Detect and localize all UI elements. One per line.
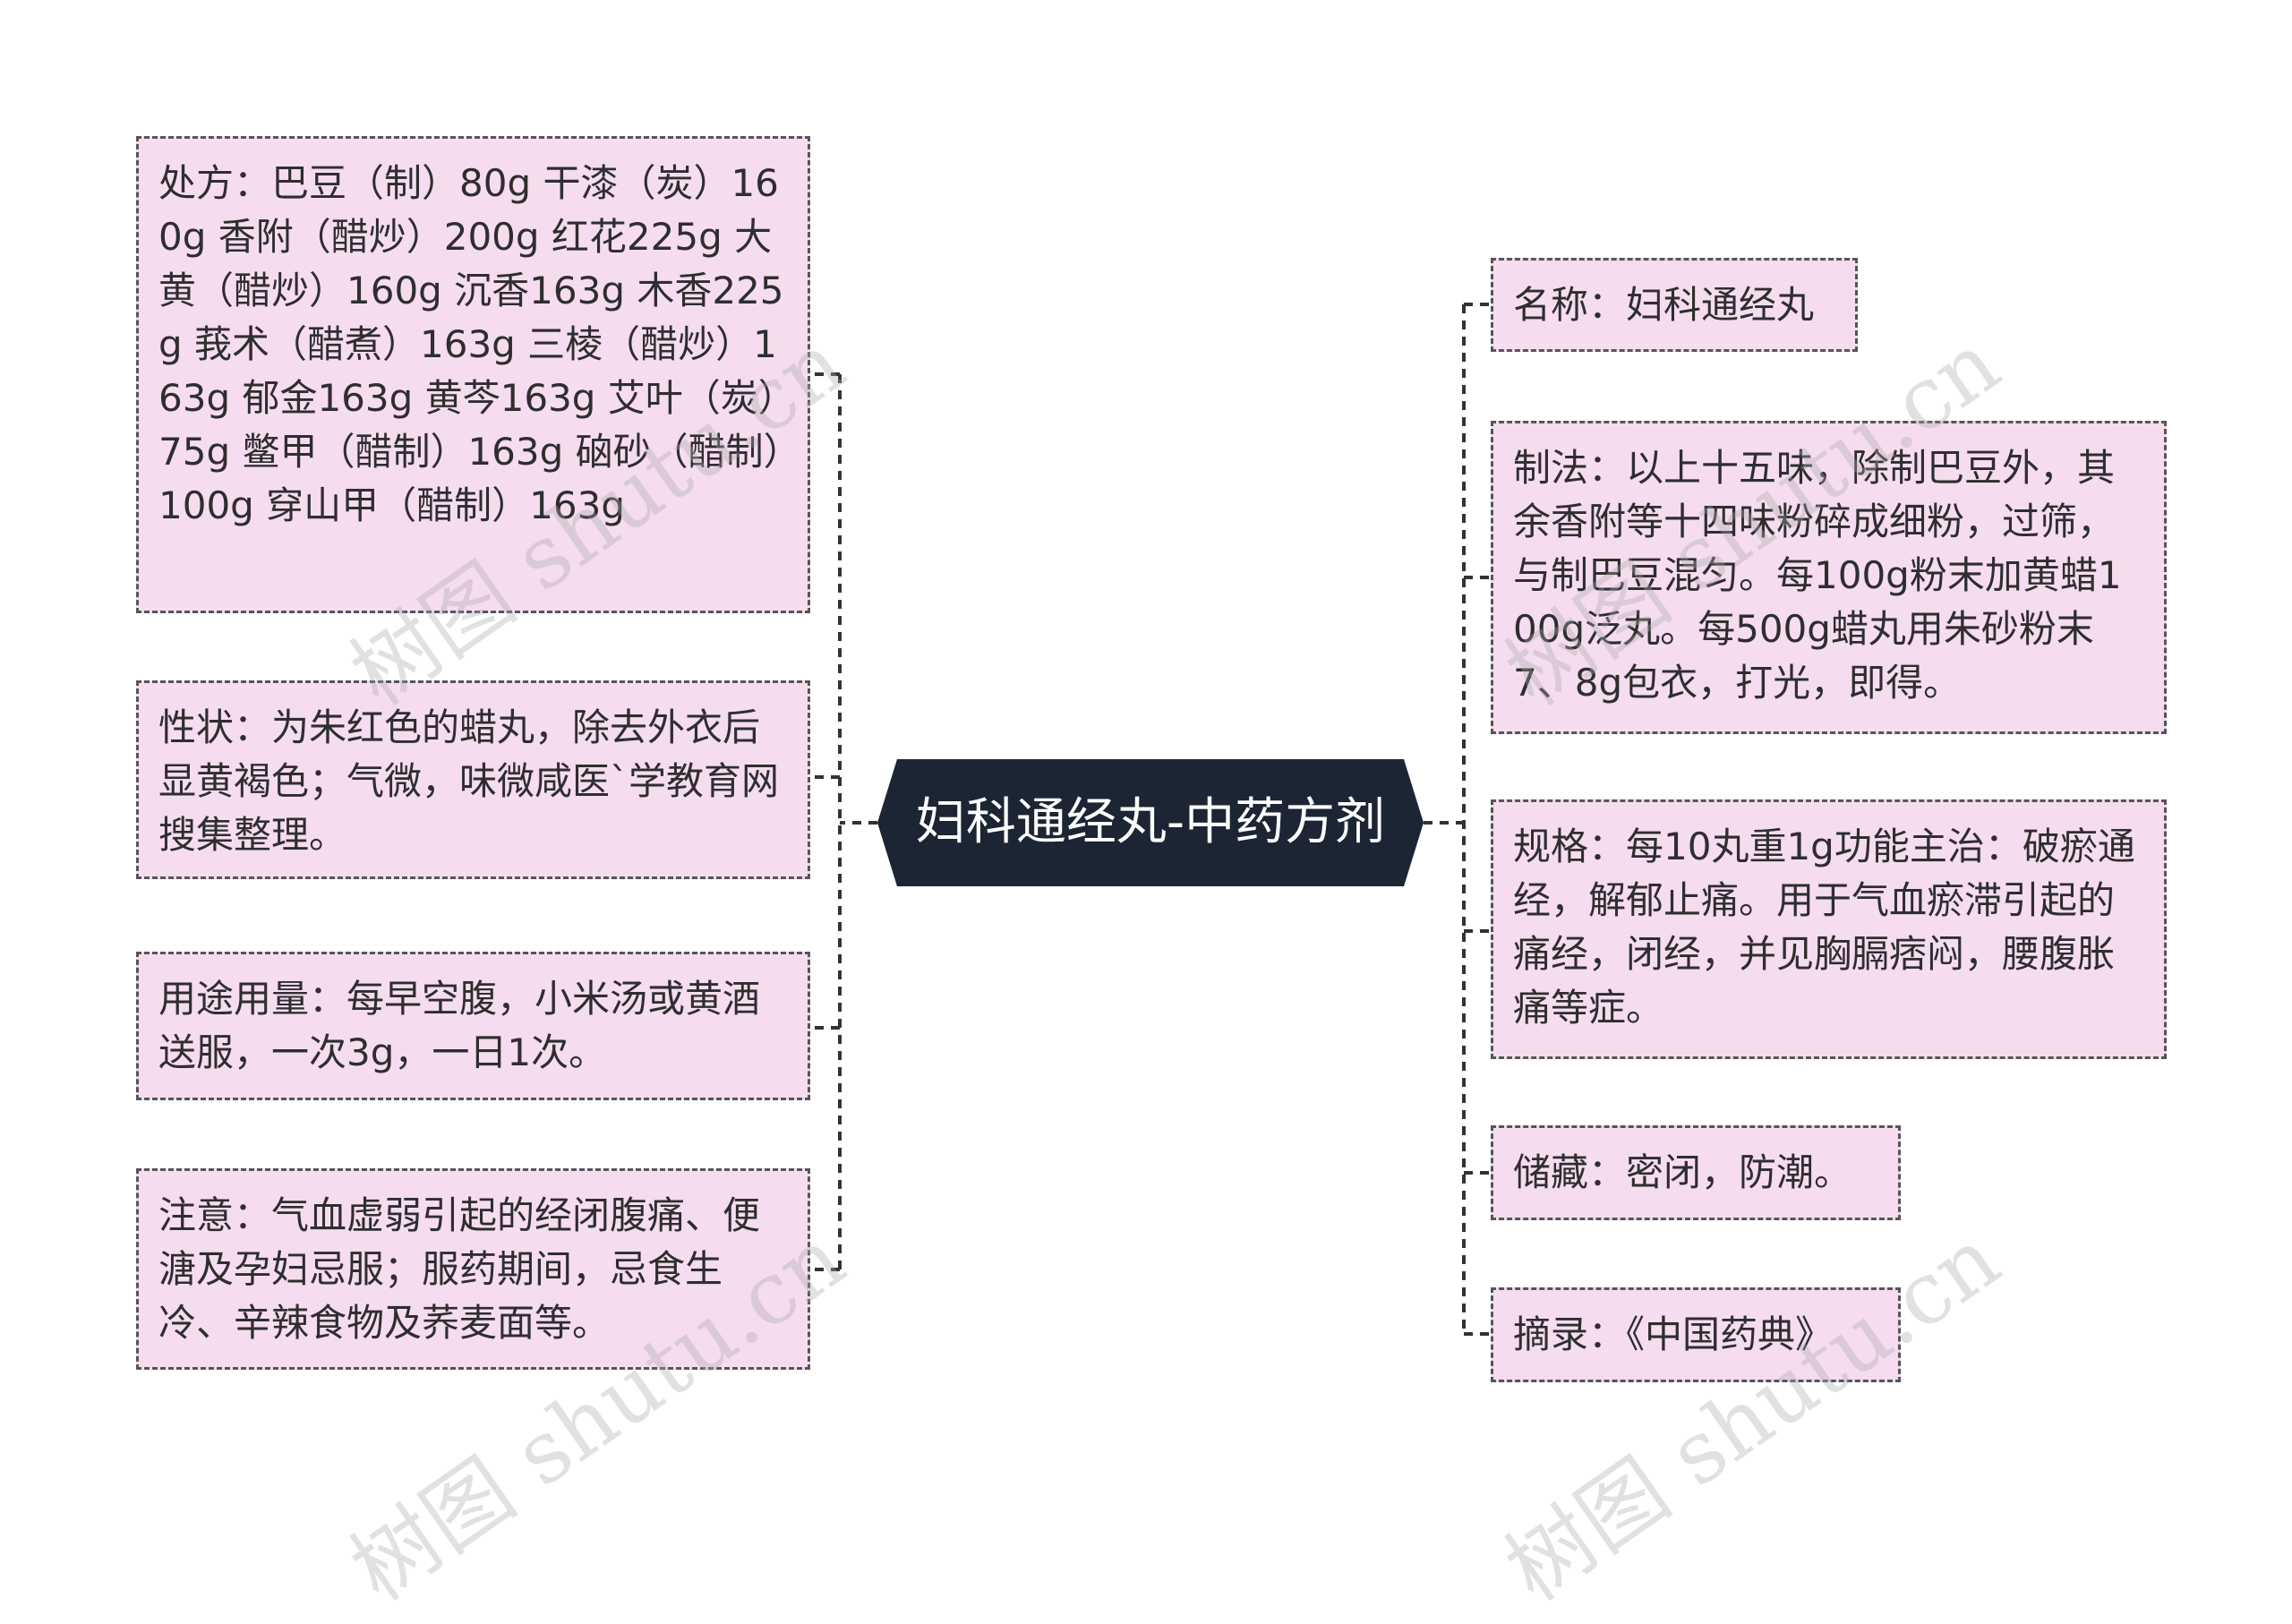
topic-usage-dosage-text: 用途用量：每早空腹，小米汤或黄酒送服，一次3g，一日1次。 [158,977,761,1074]
topic-preparation[interactable]: 制法：以上十五味，除制巴豆外，其余香附等十四味粉碎成细粉，过筛，与制巴豆混匀。每… [1491,421,2167,734]
central-topic[interactable]: 妇科通经丸-中药方剂 [877,759,1424,886]
topic-prescription[interactable]: 处方：巴豆（制）80g 干漆（炭）160g 香附（醋炒）200g 红花225g … [136,136,810,613]
topic-precautions[interactable]: 注意：气血虚弱引起的经闭腹痛、便溏及孕妇忌服；服药期间，忌食生冷、辛辣食物及荞麦… [136,1168,810,1370]
topic-specification-text: 规格：每10丸重1g功能主治：破瘀通经，解郁止痛。用于气血瘀滞引起的痛经，闭经，… [1513,825,2135,1030]
topic-preparation-text: 制法：以上十五味，除制巴豆外，其余香附等十四味粉碎成细粉，过筛，与制巴豆混匀。每… [1513,446,2122,705]
topic-name[interactable]: 名称：妇科通经丸 [1491,258,1858,352]
topic-usage-dosage[interactable]: 用途用量：每早空腹，小米汤或黄酒送服，一次3g，一日1次。 [136,952,810,1100]
topic-name-text: 名称：妇科通经丸 [1513,283,1815,327]
central-topic-shape [877,759,1424,886]
topic-source[interactable]: 摘录：《中国药典》 [1491,1287,1901,1382]
topic-appearance[interactable]: 性状：为朱红色的蜡丸，除去外衣后显黄褐色；气微，味微咸医`学教育网搜集整理。 [136,680,810,879]
topic-storage-text: 储藏：密闭，防潮。 [1513,1150,1852,1194]
topic-storage[interactable]: 储藏：密闭，防潮。 [1491,1125,1901,1220]
topic-specification[interactable]: 规格：每10丸重1g功能主治：破瘀通经，解郁止痛。用于气血瘀滞引起的痛经，闭经，… [1491,799,2167,1059]
topic-prescription-text: 处方：巴豆（制）80g 干漆（炭）160g 香附（醋炒）200g 红花225g … [158,161,784,527]
mind-map-canvas: 妇科通经丸-中药方剂 处方：巴豆（制）80g 干漆（炭）160g 香附（醋炒）2… [136,136,2167,1620]
topic-appearance-text: 性状：为朱红色的蜡丸，除去外衣后显黄褐色；气微，味微咸医`学教育网搜集整理。 [158,705,780,857]
central-topic-label: 妇科通经丸-中药方剂 [915,793,1386,851]
connector-lines [810,303,1491,1336]
topic-source-text: 摘录：《中国药典》 [1513,1312,1834,1356]
topic-precautions-text: 注意：气血虚弱引起的经闭腹痛、便溏及孕妇忌服；服药期间，忌食生冷、辛辣食物及荞麦… [158,1193,761,1345]
